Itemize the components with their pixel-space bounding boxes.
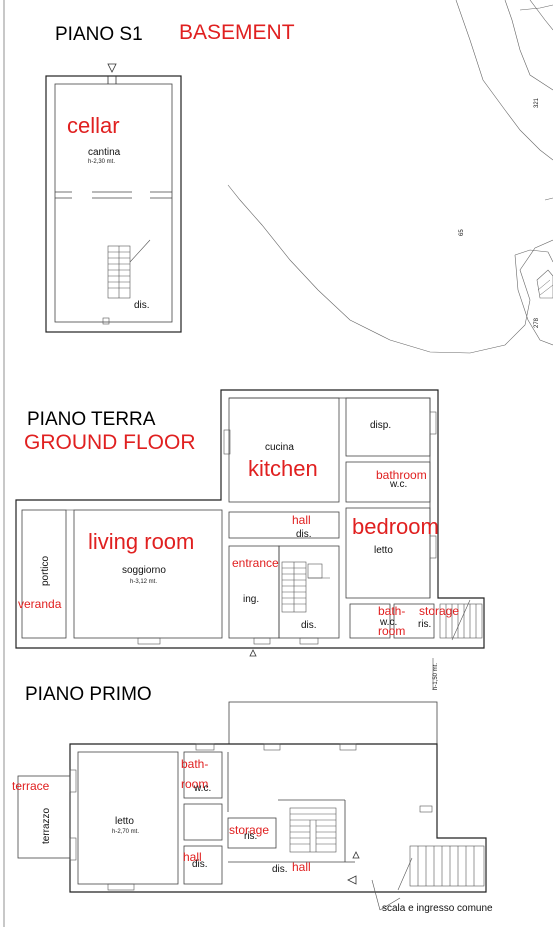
ground-outside-stairs (439, 599, 483, 641)
soggiorno-label: soggiorno (122, 565, 166, 576)
living-room-label-english: living room (88, 529, 194, 554)
vent-marker (107, 63, 117, 73)
ground-title: PIANO TERRA (27, 409, 156, 430)
bathroom-label-english-line1: bath- (378, 604, 405, 618)
cellar-label-english: cellar (67, 113, 120, 138)
wc2-label: w.c. (379, 617, 397, 628)
letto-label-first: letto (115, 816, 134, 827)
ground-title-english: GROUND FLOOR (24, 431, 196, 454)
bathroom-label-english-line2: room (378, 624, 405, 638)
portico-label: portico (40, 556, 51, 586)
first-floor: PIANO PRIMO (12, 684, 493, 914)
first-internal-stairs (289, 807, 337, 853)
dis-right-label-first: dis. (272, 864, 288, 875)
bathroom-label-english-first-line1: bath- (181, 757, 208, 771)
bathroom-label-english-first-line2: room (181, 777, 208, 791)
basement-floor: PIANO S1 BASEMENT cellar c (45, 21, 295, 333)
ground-dis-label: dis. (301, 620, 317, 631)
wc-label-first: w.c. (193, 783, 211, 794)
terrazzo-label: terrazzo (41, 807, 52, 844)
cantina-label: cantina (88, 147, 121, 158)
letto-height-first: h-2,70 mt. (112, 829, 139, 835)
basement-stairs (107, 239, 151, 299)
bedroom-label-english: bedroom (352, 514, 439, 539)
ris-label-first: ris. (244, 831, 257, 842)
cadastral-map: 321 65 278 (227, 0, 553, 354)
parcel-number-321: 321 (534, 97, 540, 108)
cucina-label: cucina (265, 442, 294, 453)
storage-label-english: storage (419, 604, 459, 618)
hall-label-english-first: hall (183, 850, 202, 864)
first-outside-stairs (371, 845, 485, 911)
map-building-hatch (536, 269, 553, 299)
hall-dis-label: dis. (296, 529, 312, 540)
ground-entrance-arrow (249, 649, 257, 657)
ground-level-note: h-1,50 mt. (433, 663, 439, 690)
dis-left-label-first: dis. (192, 859, 208, 870)
hall-label-english: hall (292, 513, 311, 527)
hall-right-label-english-first: hall (292, 860, 311, 874)
common-stair-note: scala e ingresso comune (382, 903, 493, 914)
entrance-label-english: entrance (232, 556, 279, 570)
letto-label: letto (374, 545, 393, 556)
basement-dis-label: dis. (134, 300, 150, 311)
bathroom-label-english: bathroom (376, 468, 427, 482)
parcel-number-65: 65 (459, 229, 465, 236)
first-entrance-marker (347, 875, 357, 885)
cantina-height: h-2,30 mt. (88, 159, 115, 165)
ris-label: ris. (418, 619, 431, 630)
storage-label-english-first: storage (229, 823, 269, 837)
disp-label: disp. (370, 420, 391, 431)
first-arrow-marker (352, 851, 360, 859)
basement-title-english: BASEMENT (179, 21, 295, 44)
terrace-label-english: terrace (12, 779, 50, 793)
ground-internal-stairs (281, 561, 330, 613)
basement-title: PIANO S1 (55, 24, 143, 45)
veranda-label-english: veranda (18, 597, 62, 611)
wc-label: w.c. (389, 479, 407, 490)
soggiorno-height: h-3,12 mt. (130, 579, 157, 585)
ing-label: ing. (243, 594, 259, 605)
first-title: PIANO PRIMO (25, 684, 152, 705)
parcel-number-278: 278 (534, 317, 540, 328)
ground-floor: PIANO TERRA GROUND FLOOR (15, 389, 485, 690)
kitchen-label-english: kitchen (248, 456, 318, 481)
